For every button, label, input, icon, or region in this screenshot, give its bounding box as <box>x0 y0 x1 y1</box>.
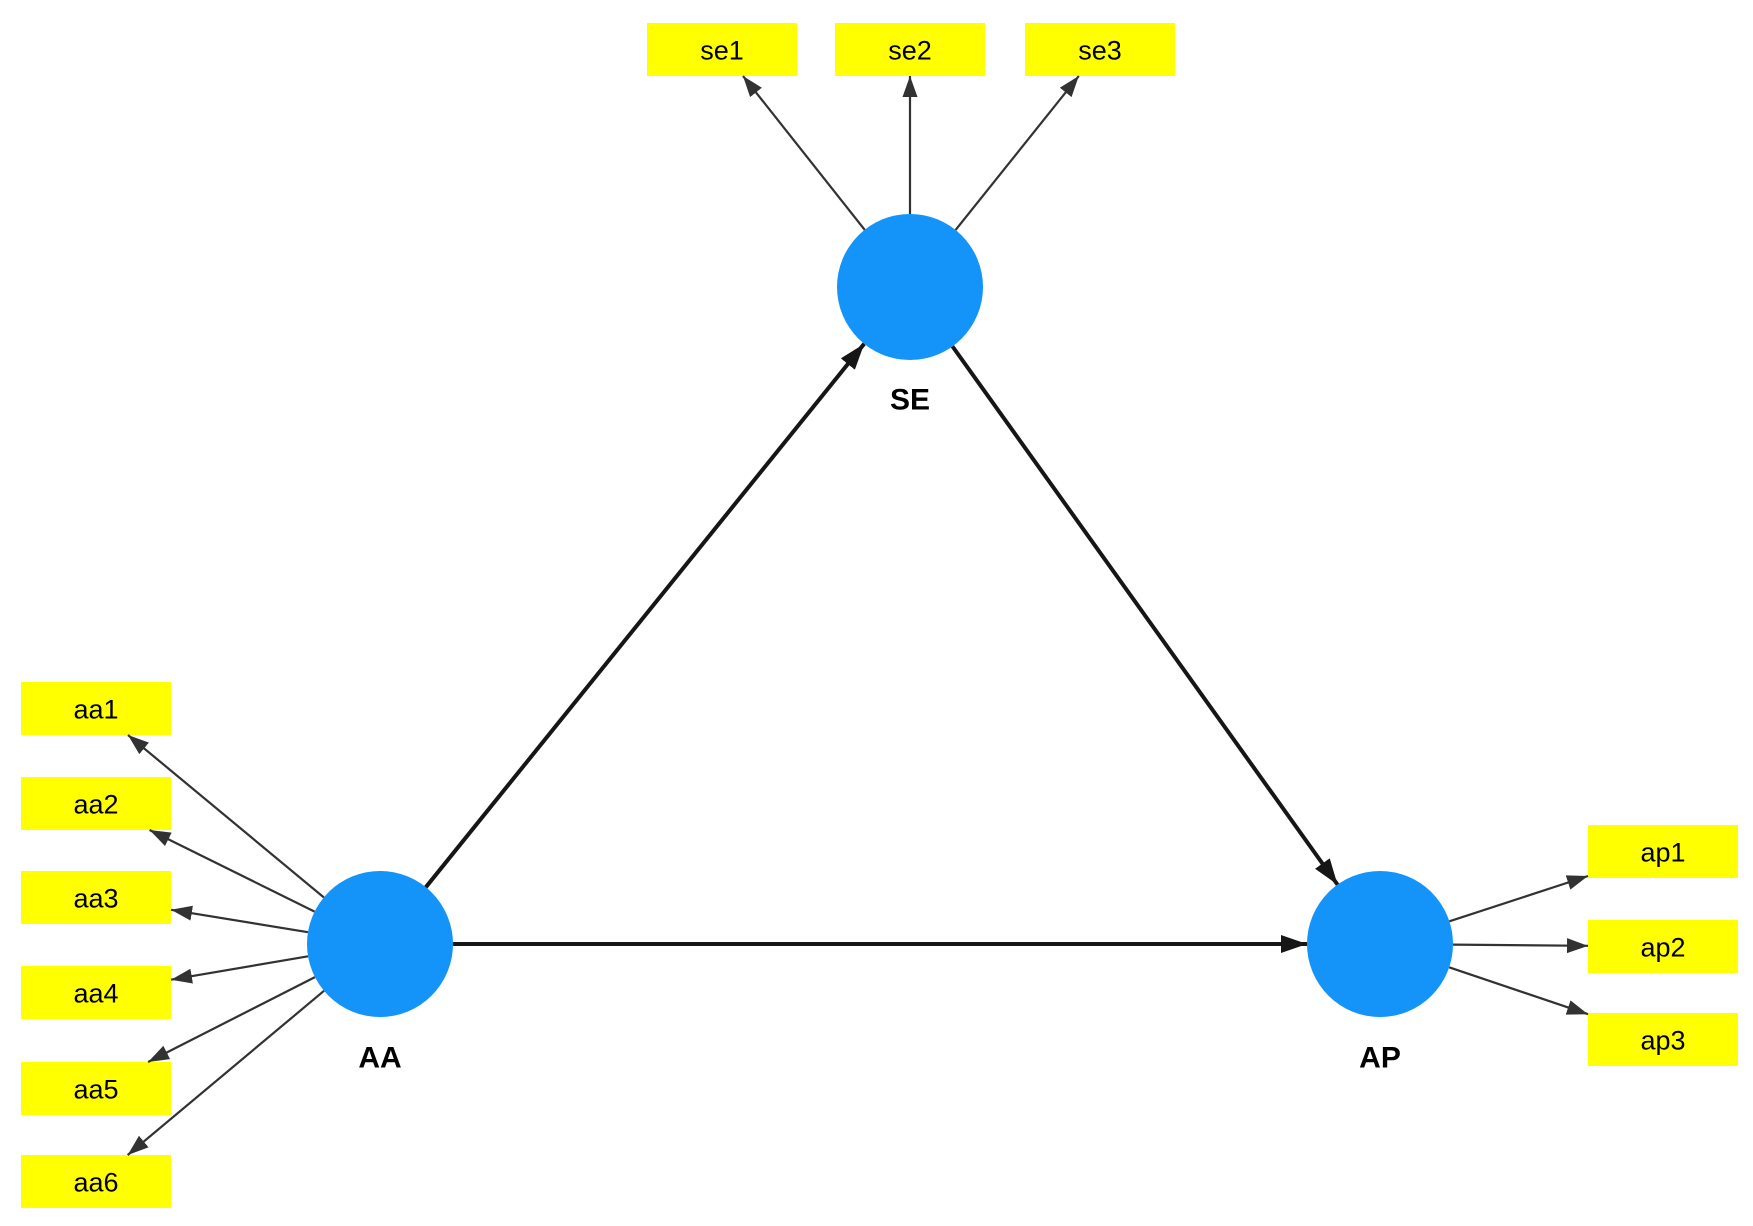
structural-path-AA-SE[interactable] <box>424 342 866 889</box>
measurement-path-AA-aa5[interactable] <box>147 976 316 1063</box>
measurement-path-AP-ap1[interactable] <box>1449 874 1589 923</box>
measurement-path-SE-se1[interactable] <box>742 75 866 231</box>
indicator-box-aa6[interactable] <box>21 1155 171 1208</box>
construct-label-AA: AA <box>358 1042 401 1075</box>
construct-circle-AP[interactable] <box>1307 871 1453 1017</box>
construct-circle-AA[interactable] <box>307 871 453 1017</box>
indicator-box-aa5[interactable] <box>21 1062 171 1115</box>
measurement-path-AA-aa4[interactable] <box>170 955 309 984</box>
construct-label-SE: SE <box>890 384 930 417</box>
measurement-path-AA-aa6[interactable] <box>126 989 325 1156</box>
indicator-box-se2[interactable] <box>835 23 985 76</box>
indicator-box-se3[interactable] <box>1025 23 1175 76</box>
measurement-path-AP-ap2[interactable] <box>1452 938 1589 954</box>
construct-circle-SE[interactable] <box>837 214 983 360</box>
structural-path-SE-AP[interactable] <box>950 345 1340 886</box>
indicator-box-aa2[interactable] <box>21 777 171 830</box>
measurement-path-SE-se3[interactable] <box>954 75 1080 231</box>
measurement-path-AA-aa1[interactable] <box>127 734 325 899</box>
indicator-box-ap2[interactable] <box>1588 920 1738 973</box>
indicator-box-se1[interactable] <box>647 23 797 76</box>
indicator-box-ap1[interactable] <box>1588 825 1738 878</box>
indicator-box-ap3[interactable] <box>1588 1013 1738 1066</box>
construct-label-AP: AP <box>1359 1042 1401 1075</box>
measurement-path-AP-ap3[interactable] <box>1448 966 1589 1016</box>
indicator-box-aa1[interactable] <box>21 682 171 735</box>
measurement-path-AA-aa2[interactable] <box>149 829 316 913</box>
indicator-box-aa3[interactable] <box>21 871 171 924</box>
measurement-path-AA-aa3[interactable] <box>170 905 309 934</box>
indicator-box-aa4[interactable] <box>21 966 171 1019</box>
